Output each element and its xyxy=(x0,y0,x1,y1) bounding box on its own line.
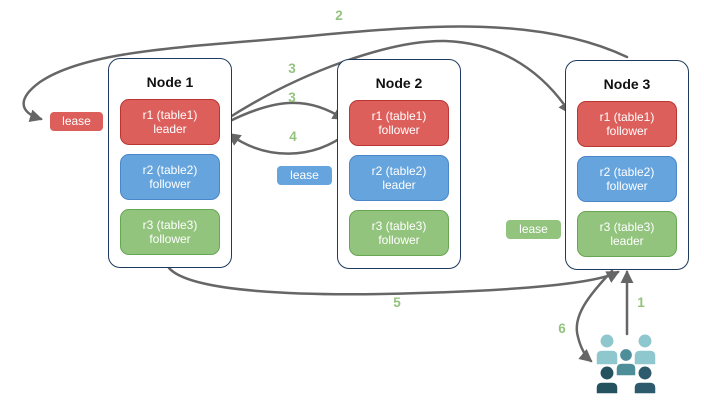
replica-name: r3 (table3) xyxy=(599,219,655,234)
node3-replica-r2: r2 (table2) follower xyxy=(577,156,677,202)
step-label-6: 6 xyxy=(558,321,566,336)
replica-role: follower xyxy=(149,232,191,246)
replica-role: follower xyxy=(606,179,648,193)
node-1-title: Node 1 xyxy=(146,74,194,90)
replica-role: follower xyxy=(606,124,648,138)
arrow-step5-leader-to-gateway xyxy=(167,266,620,296)
replica-name: r2 (table2) xyxy=(599,164,655,179)
node-3-title: Node 3 xyxy=(603,76,651,92)
replica-name: r1 (table1) xyxy=(371,108,427,123)
node-2: Node 2 r1 (table1) follower r2 (table2) … xyxy=(337,59,461,269)
arrow-step4-ack-to-leader xyxy=(227,130,351,155)
replica-name: r1 (table1) xyxy=(142,107,198,122)
replica-role: leader xyxy=(610,234,644,248)
node2-replica-r2: r2 (table2) leader xyxy=(349,155,449,201)
replica-name: r1 (table1) xyxy=(599,109,655,124)
lease-badge-r2: lease xyxy=(276,165,333,186)
step-label-1: 1 xyxy=(637,295,645,310)
step-label-3a: 3 xyxy=(288,61,296,76)
replica-role: leader xyxy=(382,178,416,192)
arrow-step3-leader-to-node3 xyxy=(225,39,572,121)
arrow-step2-gateway-to-leaseholder xyxy=(22,25,629,122)
step-label-5: 5 xyxy=(393,295,401,310)
replica-name: r2 (table2) xyxy=(142,162,198,177)
node-1: Node 1 r1 (table1) leader r2 (table2) fo… xyxy=(108,58,232,268)
lease-badge-r3: lease xyxy=(505,219,562,240)
node1-replica-r2: r2 (table2) follower xyxy=(120,154,220,200)
replica-role: follower xyxy=(149,177,191,191)
node1-replica-r1: r1 (table1) leader xyxy=(120,99,220,145)
replica-name: r2 (table2) xyxy=(371,163,427,178)
node2-replica-r1: r1 (table1) follower xyxy=(349,100,449,146)
lease-badge-r1: lease xyxy=(49,111,104,132)
node3-replica-r3: r3 (table3) leader xyxy=(577,211,677,257)
replica-role: follower xyxy=(378,123,420,137)
arrow-step3-leader-to-node2 xyxy=(226,101,346,124)
replica-name: r3 (table3) xyxy=(371,218,427,233)
step-label-4: 4 xyxy=(289,129,297,144)
replica-name: r3 (table3) xyxy=(142,217,198,232)
step-label-2: 2 xyxy=(335,8,343,23)
step-label-3b: 3 xyxy=(288,90,296,105)
node1-replica-r3: r3 (table3) follower xyxy=(120,209,220,255)
node2-replica-r3: r3 (table3) follower xyxy=(349,210,449,256)
node3-replica-r1: r1 (table1) follower xyxy=(577,101,677,147)
replica-role: leader xyxy=(153,122,187,136)
arrow-step6-gateway-to-users xyxy=(575,269,614,363)
replica-role: follower xyxy=(378,233,420,247)
node-3: Node 3 r1 (table1) follower r2 (table2) … xyxy=(565,60,689,270)
node-2-title: Node 2 xyxy=(375,75,423,91)
